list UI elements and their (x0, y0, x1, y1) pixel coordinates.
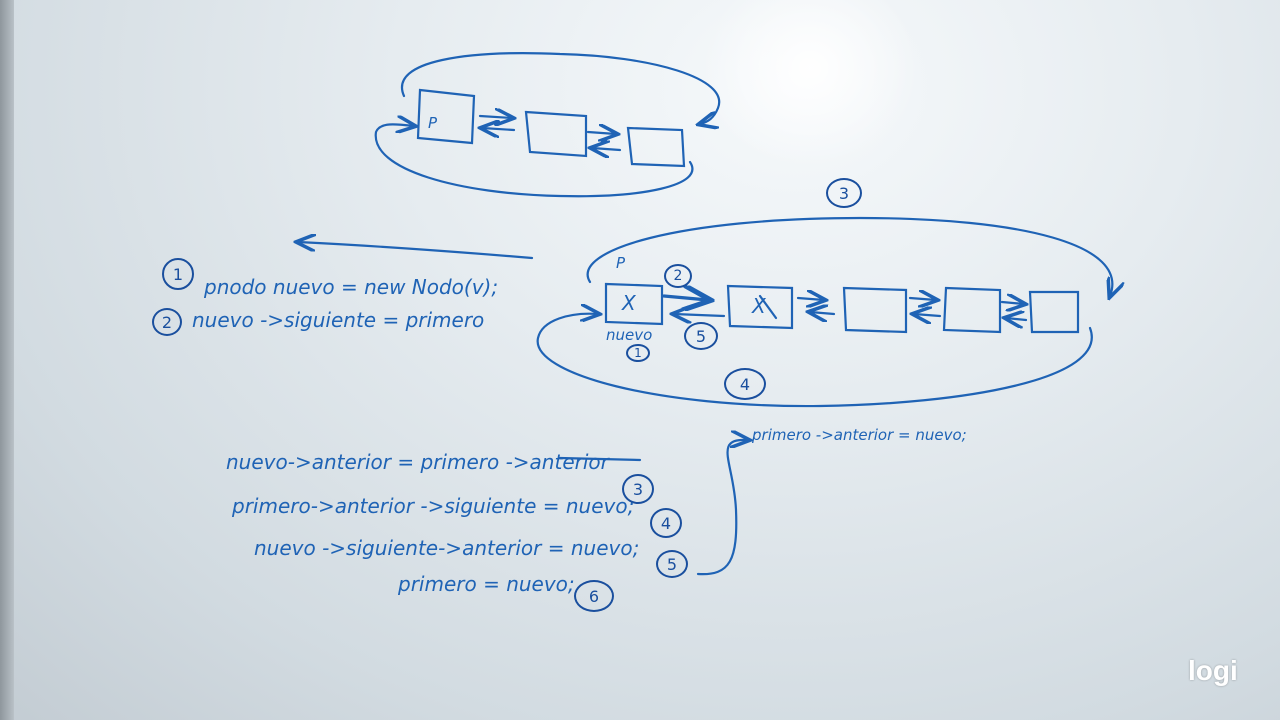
top-lower-loop (374, 124, 694, 198)
link-arrow-8 (1006, 318, 1028, 320)
code-line-4: primero->anterior ->siguiente = nuevo; (232, 494, 635, 518)
step-badge-5-code: 5 (656, 550, 688, 578)
step-badge-5-arrow: 5 (684, 322, 718, 350)
top-link-arrow-3 (586, 132, 616, 134)
step-badge-1-code: 1 (162, 258, 194, 290)
step4-lower-loop (536, 314, 1093, 408)
step-badge-2-arrow: 2 (664, 264, 692, 288)
top-node-1-box (416, 88, 476, 145)
board-frame (0, 0, 14, 720)
step-badge-4-code: 4 (650, 508, 682, 538)
overline-mark (558, 456, 642, 462)
strike-line (758, 294, 778, 320)
step5-link-arrow (674, 314, 726, 316)
step-badge-3-code: 3 (622, 474, 654, 504)
code-line-2: nuevo ->siguiente = primero (192, 308, 485, 332)
link-arrow-3 (796, 298, 824, 300)
logi-logo: logi (1188, 655, 1238, 686)
p-label: P (616, 254, 626, 272)
step-badge-4-bottom: 4 (724, 368, 766, 400)
top-node-2-box (524, 110, 588, 158)
node-4-box (942, 286, 1002, 334)
step3-upper-loop (586, 216, 1113, 296)
struck-node-label: X (752, 294, 766, 318)
left-pointing-arrow (298, 242, 534, 260)
node-5-box (1028, 290, 1080, 334)
top-node-p-label: P (428, 114, 438, 132)
code-line-3: nuevo->anterior = primero ->anterior (226, 450, 609, 474)
step-badge-1-nuevo: 1 (626, 344, 650, 362)
code-line-1: pnodo nuevo = new Nodo(v); (204, 275, 499, 299)
x-node-box (604, 282, 664, 326)
step-badge-2-code: 2 (152, 308, 182, 336)
link-arrow-7 (1000, 302, 1024, 304)
link-arrow-4 (810, 312, 836, 314)
step-badge-6-code: 6 (574, 580, 614, 612)
bracket-arrow (696, 440, 748, 576)
step-badge-3-top: 3 (826, 178, 862, 208)
node-3-box (842, 286, 908, 334)
side-note: primero ->anterior = nuevo; (752, 426, 967, 444)
top-upper-loop (400, 52, 721, 124)
step2-link-arrow (662, 296, 708, 300)
code-line-6: primero = nuevo; (398, 572, 575, 596)
top-link-arrow-2 (482, 128, 516, 130)
struck-node-box (726, 284, 794, 330)
light-glare (700, 0, 920, 170)
nuevo-label: nuevo (606, 326, 653, 344)
link-arrow-5 (908, 298, 936, 300)
link-arrow-6 (914, 314, 942, 316)
top-link-arrow-1 (478, 116, 512, 118)
top-node-3-box (626, 126, 686, 168)
top-link-arrow-4 (592, 148, 622, 150)
x-node-label: X (622, 291, 636, 315)
code-line-5: nuevo ->siguiente->anterior = nuevo; (254, 536, 640, 560)
